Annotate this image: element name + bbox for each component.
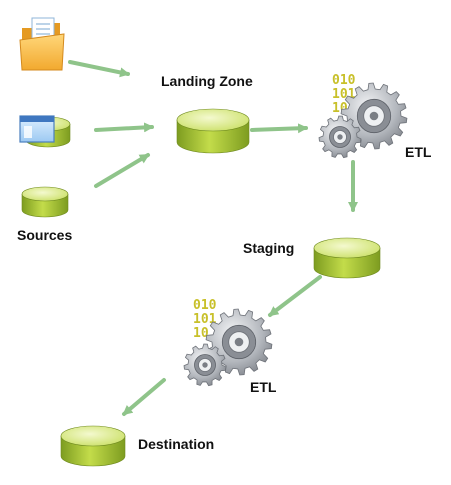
- database-icon: [313, 237, 381, 279]
- arrow-db-to-landing: [94, 153, 150, 188]
- binary-line: 010: [332, 73, 356, 88]
- binary-line: 010: [193, 298, 217, 313]
- arrow-window-to-landing: [94, 122, 154, 133]
- arrows: [68, 60, 358, 416]
- etl-label: ETL: [250, 379, 277, 395]
- gear-icon: [183, 343, 227, 387]
- window-icon: [19, 115, 55, 143]
- gear-icon: [318, 115, 362, 159]
- gears-icon: [318, 82, 408, 159]
- folder-icon: [19, 17, 65, 71]
- database-icon: [176, 108, 250, 154]
- database-icon: [21, 186, 69, 218]
- gears-icon: [183, 308, 273, 387]
- arrow-etl-to-destination: [122, 378, 166, 416]
- arrow-staging-to-etl: [268, 275, 322, 317]
- arrow-folder-to-landing: [68, 60, 130, 78]
- binary-line: 101: [193, 312, 217, 327]
- binary-line: 10: [193, 326, 209, 341]
- binary-icon: 010 101 10: [193, 298, 217, 341]
- etl-label: ETL: [405, 144, 432, 160]
- staging-label: Staging: [243, 240, 294, 256]
- database-icon: [60, 425, 126, 467]
- sources-label: Sources: [17, 227, 72, 243]
- landing-zone-label: Landing Zone: [161, 73, 253, 89]
- destination-label: Destination: [138, 436, 214, 452]
- arrow-landing-to-etl: [250, 123, 308, 134]
